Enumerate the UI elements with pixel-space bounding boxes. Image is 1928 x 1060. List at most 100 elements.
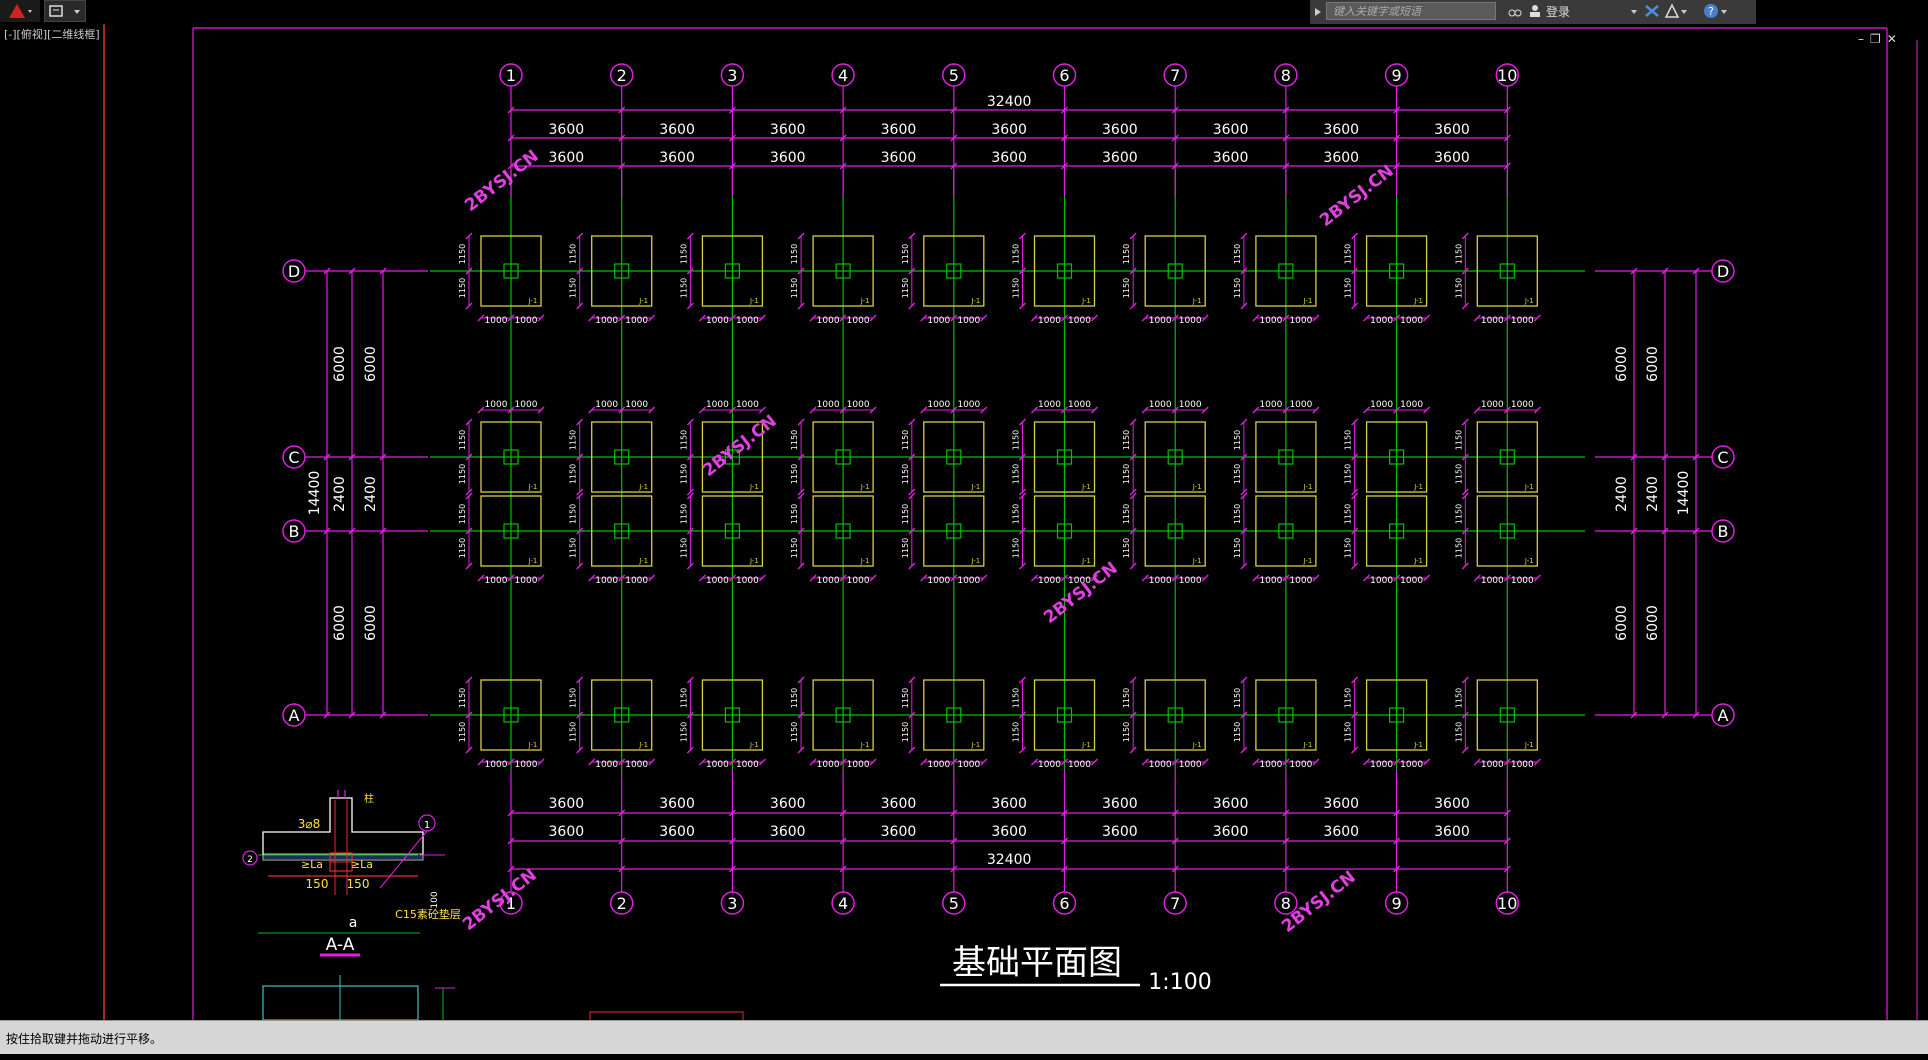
dimension-tick [1031, 314, 1038, 322]
chevron-down-icon[interactable] [1630, 4, 1640, 18]
footing-width-dim: 1000 [1038, 576, 1061, 586]
dimension-tick [797, 267, 805, 275]
close-icon[interactable]: ✕ [1886, 32, 1897, 46]
footing-depth-dim: 1150 [790, 464, 799, 484]
dimension-tick [686, 676, 694, 684]
user-login[interactable]: 登录 ? [1508, 2, 1730, 20]
footing-depth-dim: 1150 [1122, 504, 1131, 524]
span-dim: 2400 [363, 476, 379, 512]
dimension-tick [576, 488, 584, 496]
search-input[interactable]: 键入关键字或短语 [1326, 2, 1496, 20]
dimension-tick [477, 314, 485, 322]
command-line[interactable]: 按住拾取键并拖动进行平移。 [0, 1020, 1928, 1055]
help-icon[interactable]: ? [1702, 2, 1720, 20]
dimension-tick [1240, 418, 1248, 426]
width-label: a [349, 915, 358, 931]
dimension-tick [1129, 267, 1137, 275]
dim-150: 150 [306, 877, 329, 891]
footing-depth-dim: 1150 [901, 688, 910, 708]
column-section [724, 449, 741, 465]
footing-tag: J-1 [1081, 741, 1091, 749]
dimension-tick [1019, 418, 1026, 426]
dimension-tick [758, 758, 766, 766]
footing-depth-dim: 1150 [1344, 688, 1353, 708]
dimension-tick [465, 302, 473, 310]
dimension-tick [686, 711, 694, 719]
footing-depth-dim: 1150 [1233, 430, 1242, 450]
footing-depth-dim: 1150 [1454, 278, 1463, 298]
viewport-controls[interactable]: [-][俯视][二维线框] [4, 28, 100, 41]
dimension-tick [1129, 453, 1137, 461]
dimension-tick [576, 527, 584, 535]
restore-icon[interactable]: ❐ [1870, 32, 1881, 46]
footing-width-dim: 1000 [817, 316, 840, 326]
bay-dim: 3600 [881, 150, 917, 166]
dimension-tick [809, 314, 817, 322]
drawing-scale: 1:100 [1148, 970, 1211, 995]
footing-depth-dim: 1150 [1454, 504, 1463, 524]
footing-width-dim: 1000 [1149, 400, 1172, 410]
column-section [503, 707, 519, 723]
footing-depth-dim: 1150 [1344, 244, 1353, 264]
footing-depth-dim: 1150 [1344, 278, 1353, 298]
dimension-tick [1201, 574, 1209, 582]
dimension-tick [728, 574, 736, 582]
axis-label-right: C [1717, 448, 1728, 467]
dimension-tick [1393, 809, 1401, 817]
minimize-icon[interactable]: – [1858, 32, 1864, 46]
dimension-tick [1393, 106, 1401, 114]
application-menu-button[interactable] [0, 0, 40, 22]
dimension-tick [1031, 758, 1038, 766]
dimension-tick [1091, 406, 1098, 414]
dim-150: 150 [347, 877, 370, 891]
dimension-tick [1503, 162, 1511, 170]
footing-tag: J-1 [860, 483, 870, 491]
dimension-tick [1312, 406, 1320, 414]
footing-width-dim: 1000 [1068, 760, 1091, 770]
footing-j1 [1476, 235, 1538, 307]
dimension-tick [869, 574, 877, 582]
dimension-tick [1351, 492, 1359, 500]
overall-length-dim: 32400 [987, 852, 1032, 868]
span-dim: 6000 [1614, 346, 1630, 382]
dimension-tick [1129, 711, 1137, 719]
footing-width-dim: 1000 [927, 760, 950, 770]
bay-dim: 3600 [770, 796, 806, 812]
column-section [614, 523, 630, 539]
column-section [1056, 263, 1073, 279]
dimension-tick [1019, 746, 1026, 754]
footing-depth-dim: 1150 [1012, 722, 1021, 742]
footing-j1 [812, 235, 874, 307]
dimension-tick [576, 562, 584, 570]
dimension-tick [379, 527, 387, 535]
column-section [1278, 523, 1294, 539]
exchange-icon[interactable] [1644, 3, 1660, 19]
dimension-tick [1351, 746, 1359, 754]
autodesk-a360-icon[interactable] [1664, 3, 1680, 19]
column-section [614, 707, 630, 723]
chevron-down-icon[interactable] [1680, 4, 1690, 18]
footing-tag: J-1 [638, 557, 648, 565]
footing-depth-dim: 1150 [1454, 244, 1463, 264]
expand-arrow-icon[interactable] [1312, 2, 1324, 22]
binoculars-icon[interactable] [1508, 4, 1522, 18]
svg-text:?: ? [1708, 5, 1714, 18]
footing-j1 [1255, 235, 1317, 307]
footing-tag: J-1 [1192, 297, 1202, 305]
footing-section-outline [262, 797, 424, 853]
footing-tag: J-1 [749, 483, 759, 491]
dimension-tick [576, 267, 584, 275]
axis-bubble [1163, 63, 1187, 87]
footing-tag: J-1 [860, 741, 870, 749]
dimension-tick [1240, 232, 1248, 240]
footing-depth-dim: 1150 [569, 430, 578, 450]
footing-depth-dim: 1150 [1012, 430, 1021, 450]
dimension-tick [576, 746, 584, 754]
span-dim: 6000 [1645, 346, 1661, 382]
chevron-down-icon[interactable] [1720, 4, 1730, 18]
span-dim: 6000 [1645, 605, 1661, 641]
quick-access-toolbar[interactable] [44, 0, 86, 22]
dimension-tick [648, 574, 656, 582]
